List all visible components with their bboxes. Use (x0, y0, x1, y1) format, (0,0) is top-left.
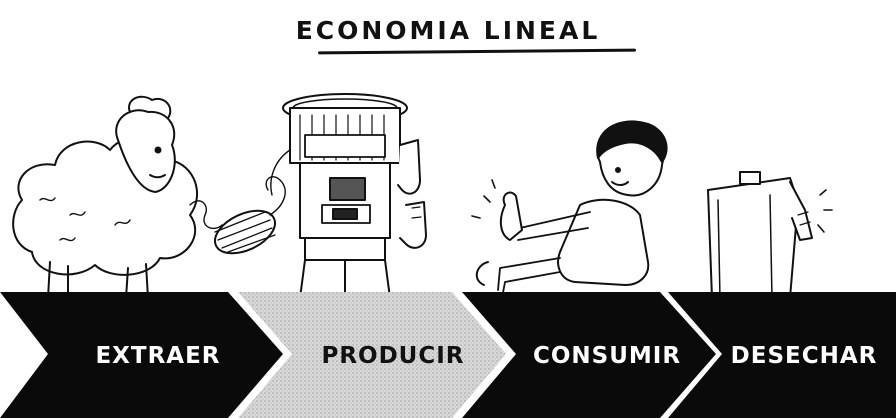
step-arrow-desechar (668, 292, 896, 418)
diagram-title: ECONOMIA LINEAL (295, 16, 601, 45)
step-arrow-extraer (0, 292, 283, 418)
person-illustration (471, 120, 668, 299)
step-arrow-consumir (462, 292, 716, 418)
arrow-shape-extraer (0, 292, 283, 418)
step-label-producir: PRODUCIR (321, 343, 465, 369)
step-label-consumir: CONSUMIR (532, 343, 682, 369)
step-arrow-producir (238, 292, 506, 418)
step-label-extraer: EXTRAER (95, 343, 221, 369)
discarded-clothes-illustration (707, 171, 833, 299)
arrow-shape-consumir (462, 292, 716, 418)
arrow-shape-desechar (668, 292, 896, 418)
knitting-machine-illustration (270, 93, 427, 299)
step-label-desechar: DESECHAR (730, 343, 878, 369)
arrow-shape-producir (238, 292, 506, 418)
sheep-illustration (12, 95, 286, 299)
